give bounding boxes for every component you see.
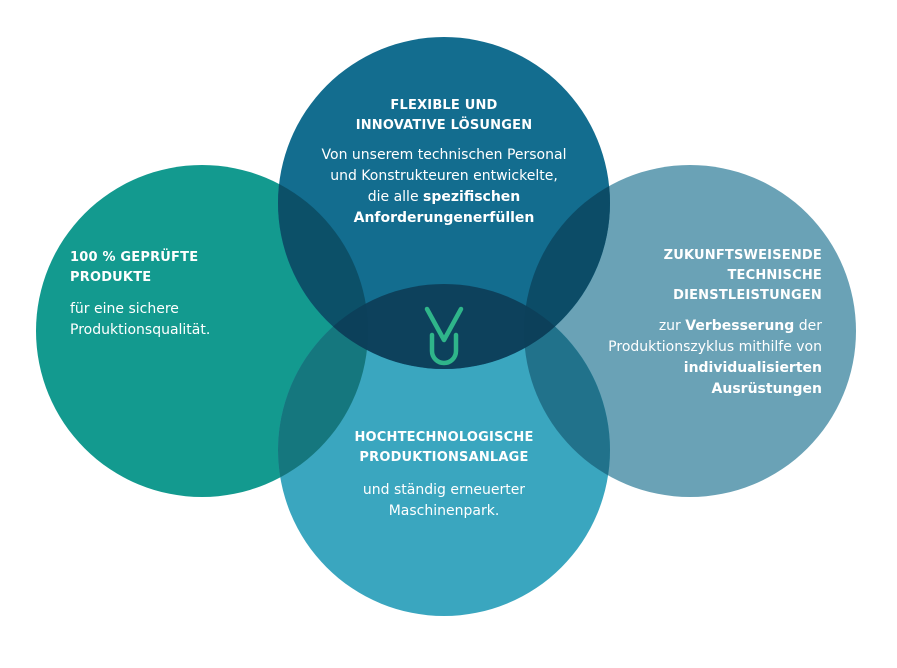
top-circle-text: FLEXIBLE UND INNOVATIVE LÖSUNGEN Von uns… bbox=[284, 96, 604, 229]
left-text-line1: für eine sichere bbox=[70, 301, 179, 317]
top-text-line3-bold: spezifischen bbox=[423, 189, 521, 205]
top-text-line1: Von unserem technischen Personal bbox=[321, 147, 567, 163]
right-text-line3: individualisierten bbox=[566, 358, 822, 379]
left-title-line1: 100 % GEPRÜFTE bbox=[70, 250, 199, 265]
right-title-line1: ZUKUNFTSWEISENDE bbox=[663, 248, 822, 263]
bottom-text-line1: und ständig erneuerter bbox=[362, 482, 526, 498]
right-text-line1-post: der bbox=[798, 318, 822, 334]
top-title-line1: FLEXIBLE UND bbox=[390, 98, 498, 113]
overlap-left-bottom bbox=[278, 284, 368, 497]
right-text-line1: zur Verbesserung der bbox=[566, 316, 822, 337]
top-text-line2: und Konstrukteuren entwickelte, bbox=[330, 168, 558, 184]
right-text-line1-bold: Verbesserung bbox=[685, 318, 795, 334]
bottom-circle-text: HOCHTECHNOLOGISCHE PRODUKTIONSANLAGE und… bbox=[304, 428, 584, 522]
left-text-line2: Produktionsqualität. bbox=[70, 322, 211, 338]
right-text-line4-bold: Ausrüstungen bbox=[711, 381, 822, 397]
left-title-line2: PRODUKTE bbox=[70, 270, 152, 285]
bottom-text-line2: Maschinenpark. bbox=[388, 503, 500, 519]
left-circle-text: 100 % GEPRÜFTE PRODUKTE für eine sichere… bbox=[70, 248, 290, 341]
right-text-line1-pre: zur bbox=[658, 318, 681, 334]
top-text-line3: die alle spezifischen bbox=[284, 187, 604, 208]
top-text-line4-bold: Anforderungenerfüllen bbox=[353, 210, 535, 226]
bottom-title-line2: PRODUKTIONSANLAGE bbox=[359, 450, 529, 465]
top-text-line4: Anforderungenerfüllen bbox=[284, 208, 604, 229]
vu-logo-icon bbox=[424, 306, 464, 366]
right-text-line3-bold: individualisierten bbox=[683, 360, 822, 376]
circle-right bbox=[524, 165, 856, 497]
overlap-left-top bbox=[278, 165, 368, 369]
right-text-line4: Ausrüstungen bbox=[566, 379, 822, 400]
bottom-title-line1: HOCHTECHNOLOGISCHE bbox=[354, 430, 534, 445]
right-text-line2: Produktionszyklus mithilfe von bbox=[608, 339, 822, 355]
right-title-line2: TECHNISCHE bbox=[727, 268, 822, 283]
top-title-line2: INNOVATIVE LÖSUNGEN bbox=[355, 118, 533, 133]
right-circle-text: ZUKUNFTSWEISENDE TECHNISCHE DIENSTLEISTU… bbox=[566, 246, 822, 400]
right-title-line3: DIENSTLEISTUNGEN bbox=[673, 288, 822, 303]
top-text-line3-pre: die alle bbox=[367, 189, 419, 205]
